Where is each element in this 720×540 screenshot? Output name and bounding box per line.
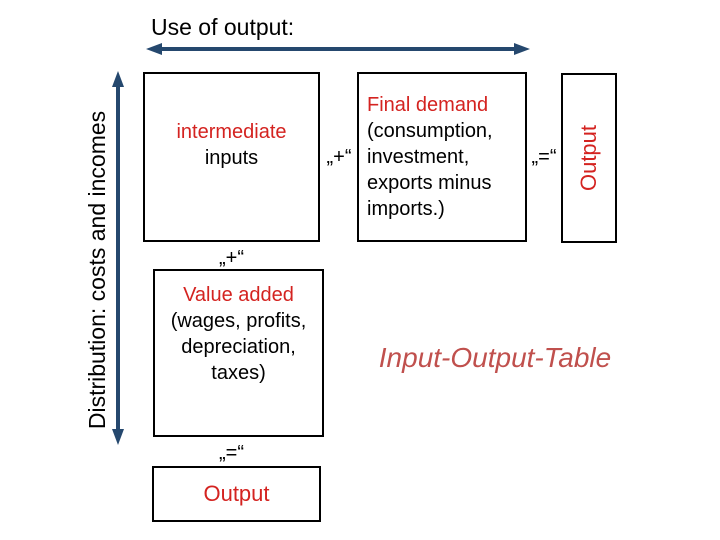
value-added-box: Value added (wages, profits, depreciatio… bbox=[153, 269, 324, 437]
final-demand-line-3: exports minus bbox=[367, 172, 492, 194]
value-added-title: Value added bbox=[183, 284, 294, 306]
intermediate-label: intermediate bbox=[176, 121, 287, 143]
input-output-table-caption: Input-Output-Table bbox=[378, 342, 612, 373]
output-column-box: Output bbox=[561, 73, 617, 243]
distribution-axis-label: Distribution: costs and incomes bbox=[84, 110, 110, 430]
value-added-line-3: taxes) bbox=[211, 362, 266, 384]
output-column-label: Output bbox=[576, 124, 602, 192]
inputs-label: inputs bbox=[204, 147, 259, 169]
equals-operator-top-row: „=“ bbox=[531, 146, 557, 168]
output-row-label: Output bbox=[203, 481, 270, 506]
equals-operator-left-column: „=“ bbox=[219, 442, 244, 464]
vertical-double-arrow bbox=[112, 71, 124, 445]
final-demand-line-2: investment, bbox=[367, 146, 470, 168]
plus-operator-left-column: „+“ bbox=[219, 247, 244, 269]
intermediate-inputs-box: intermediate inputs bbox=[143, 72, 320, 242]
use-of-output-title: Use of output: bbox=[151, 14, 295, 40]
final-demand-title: Final demand bbox=[367, 94, 489, 116]
value-added-line-2: depreciation, bbox=[181, 336, 296, 358]
horizontal-double-arrow bbox=[146, 43, 530, 55]
final-demand-box: Final demand (consumption, investment, e… bbox=[357, 72, 527, 242]
final-demand-line-4: imports.) bbox=[367, 198, 445, 220]
output-row-box: Output bbox=[152, 466, 321, 522]
value-added-line-1: (wages, profits, bbox=[170, 310, 307, 332]
plus-operator-top-row: „+“ bbox=[326, 146, 352, 168]
final-demand-line-1: (consumption, bbox=[367, 120, 493, 142]
